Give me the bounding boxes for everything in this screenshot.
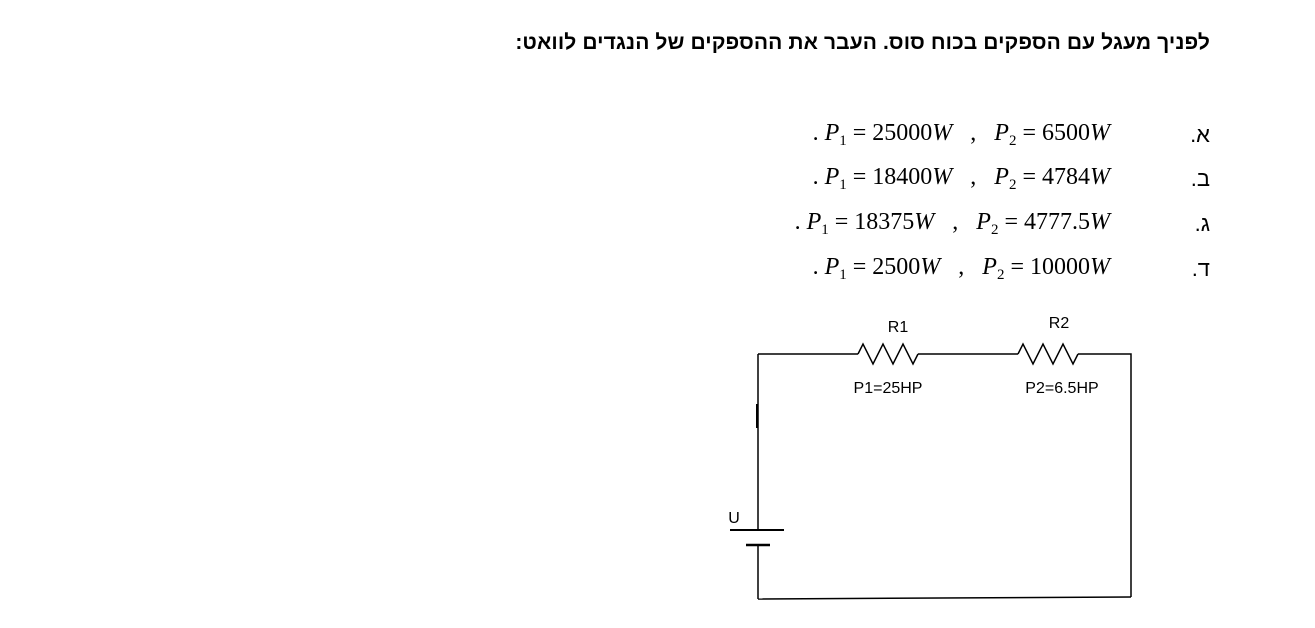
source-label: U	[728, 510, 740, 527]
sentence-dot: .	[812, 254, 819, 280]
equals-sign: =	[846, 120, 873, 146]
p1-symbol: P	[824, 120, 840, 146]
question-text: לפניך מעגל עם הספקים בכוח סוס. העבר את ה…	[515, 31, 1210, 54]
p2-subscript: 2	[1008, 133, 1017, 149]
p1-value: 2500	[872, 254, 921, 280]
p2-value: 10000	[1030, 254, 1090, 280]
p2-symbol: P	[976, 209, 991, 235]
p1-symbol: P	[824, 164, 840, 190]
p2-subscript: 2	[990, 222, 999, 238]
wire-top-right	[1078, 353, 1132, 597]
p1-unit: W	[914, 209, 935, 235]
p1-subscript: 1	[839, 267, 847, 283]
resistor-r2-symbol	[1017, 342, 1079, 366]
p1-symbol: P	[806, 209, 822, 235]
option-equation: . P1 = 18375W,P2 = 4777.5W	[795, 209, 1110, 239]
p2-unit: W	[1090, 254, 1110, 280]
option-letter: ד.	[1191, 256, 1210, 281]
comma-separator: ,	[958, 254, 965, 280]
p1-unit: W	[932, 164, 953, 190]
comma-separator: ,	[970, 120, 977, 146]
r2-label: R2	[1049, 315, 1070, 332]
p1-symbol: P	[824, 254, 840, 280]
p2-symbol: P	[982, 254, 997, 280]
equals-sign: =	[846, 164, 873, 190]
p2-unit: W	[1090, 120, 1110, 146]
comma-separator: ,	[952, 209, 959, 235]
equals-sign: =	[1004, 254, 1030, 280]
p1-value: 18375	[854, 209, 915, 235]
p2-value: 4784	[1042, 164, 1090, 190]
equals-sign: =	[1016, 120, 1042, 146]
p1-subscript: 1	[839, 177, 847, 193]
p1-value: 25000	[872, 120, 933, 146]
equals-sign: =	[828, 209, 855, 235]
circuit-diagram: R1 R2 P1=25HP P2=6.5HP U	[728, 315, 1132, 600]
p1-unit: W	[920, 254, 941, 280]
option-letter: ג.	[1194, 211, 1210, 236]
r1-power-label: P1=25HP	[854, 380, 923, 397]
p1-subscript: 1	[839, 133, 847, 149]
p2-unit: W	[1090, 209, 1110, 235]
r1-label: R1	[888, 319, 909, 336]
r2-power-label: P2=6.5HP	[1025, 380, 1098, 397]
option-letter: א.	[1190, 122, 1210, 147]
comma-separator: ,	[970, 164, 977, 190]
p2-value: 4777.5	[1024, 209, 1090, 235]
option-equation: . P1 = 25000W,P2 = 6500W	[813, 120, 1110, 150]
p1-subscript: 1	[821, 222, 829, 238]
p2-unit: W	[1090, 164, 1110, 190]
equals-sign: =	[1016, 164, 1042, 190]
p2-symbol: P	[994, 120, 1009, 146]
equals-sign: =	[846, 254, 873, 280]
resistor-r1-symbol	[857, 342, 919, 366]
p1-value: 18400	[872, 164, 933, 190]
option-equation: . P1 = 18400W,P2 = 4784W	[813, 164, 1110, 194]
option-equation: . P1 = 2500W,P2 = 10000W	[813, 254, 1110, 284]
p2-value: 6500	[1042, 120, 1090, 146]
option-letter: ב.	[1190, 166, 1210, 191]
sentence-dot: .	[812, 120, 819, 146]
p2-symbol: P	[994, 164, 1009, 190]
p2-subscript: 2	[996, 267, 1005, 283]
sentence-dot: .	[812, 164, 819, 190]
p2-subscript: 2	[1008, 177, 1017, 193]
sentence-dot: .	[794, 209, 801, 235]
p1-unit: W	[932, 120, 953, 146]
equals-sign: =	[998, 209, 1024, 235]
wire-bottom	[757, 596, 1132, 600]
